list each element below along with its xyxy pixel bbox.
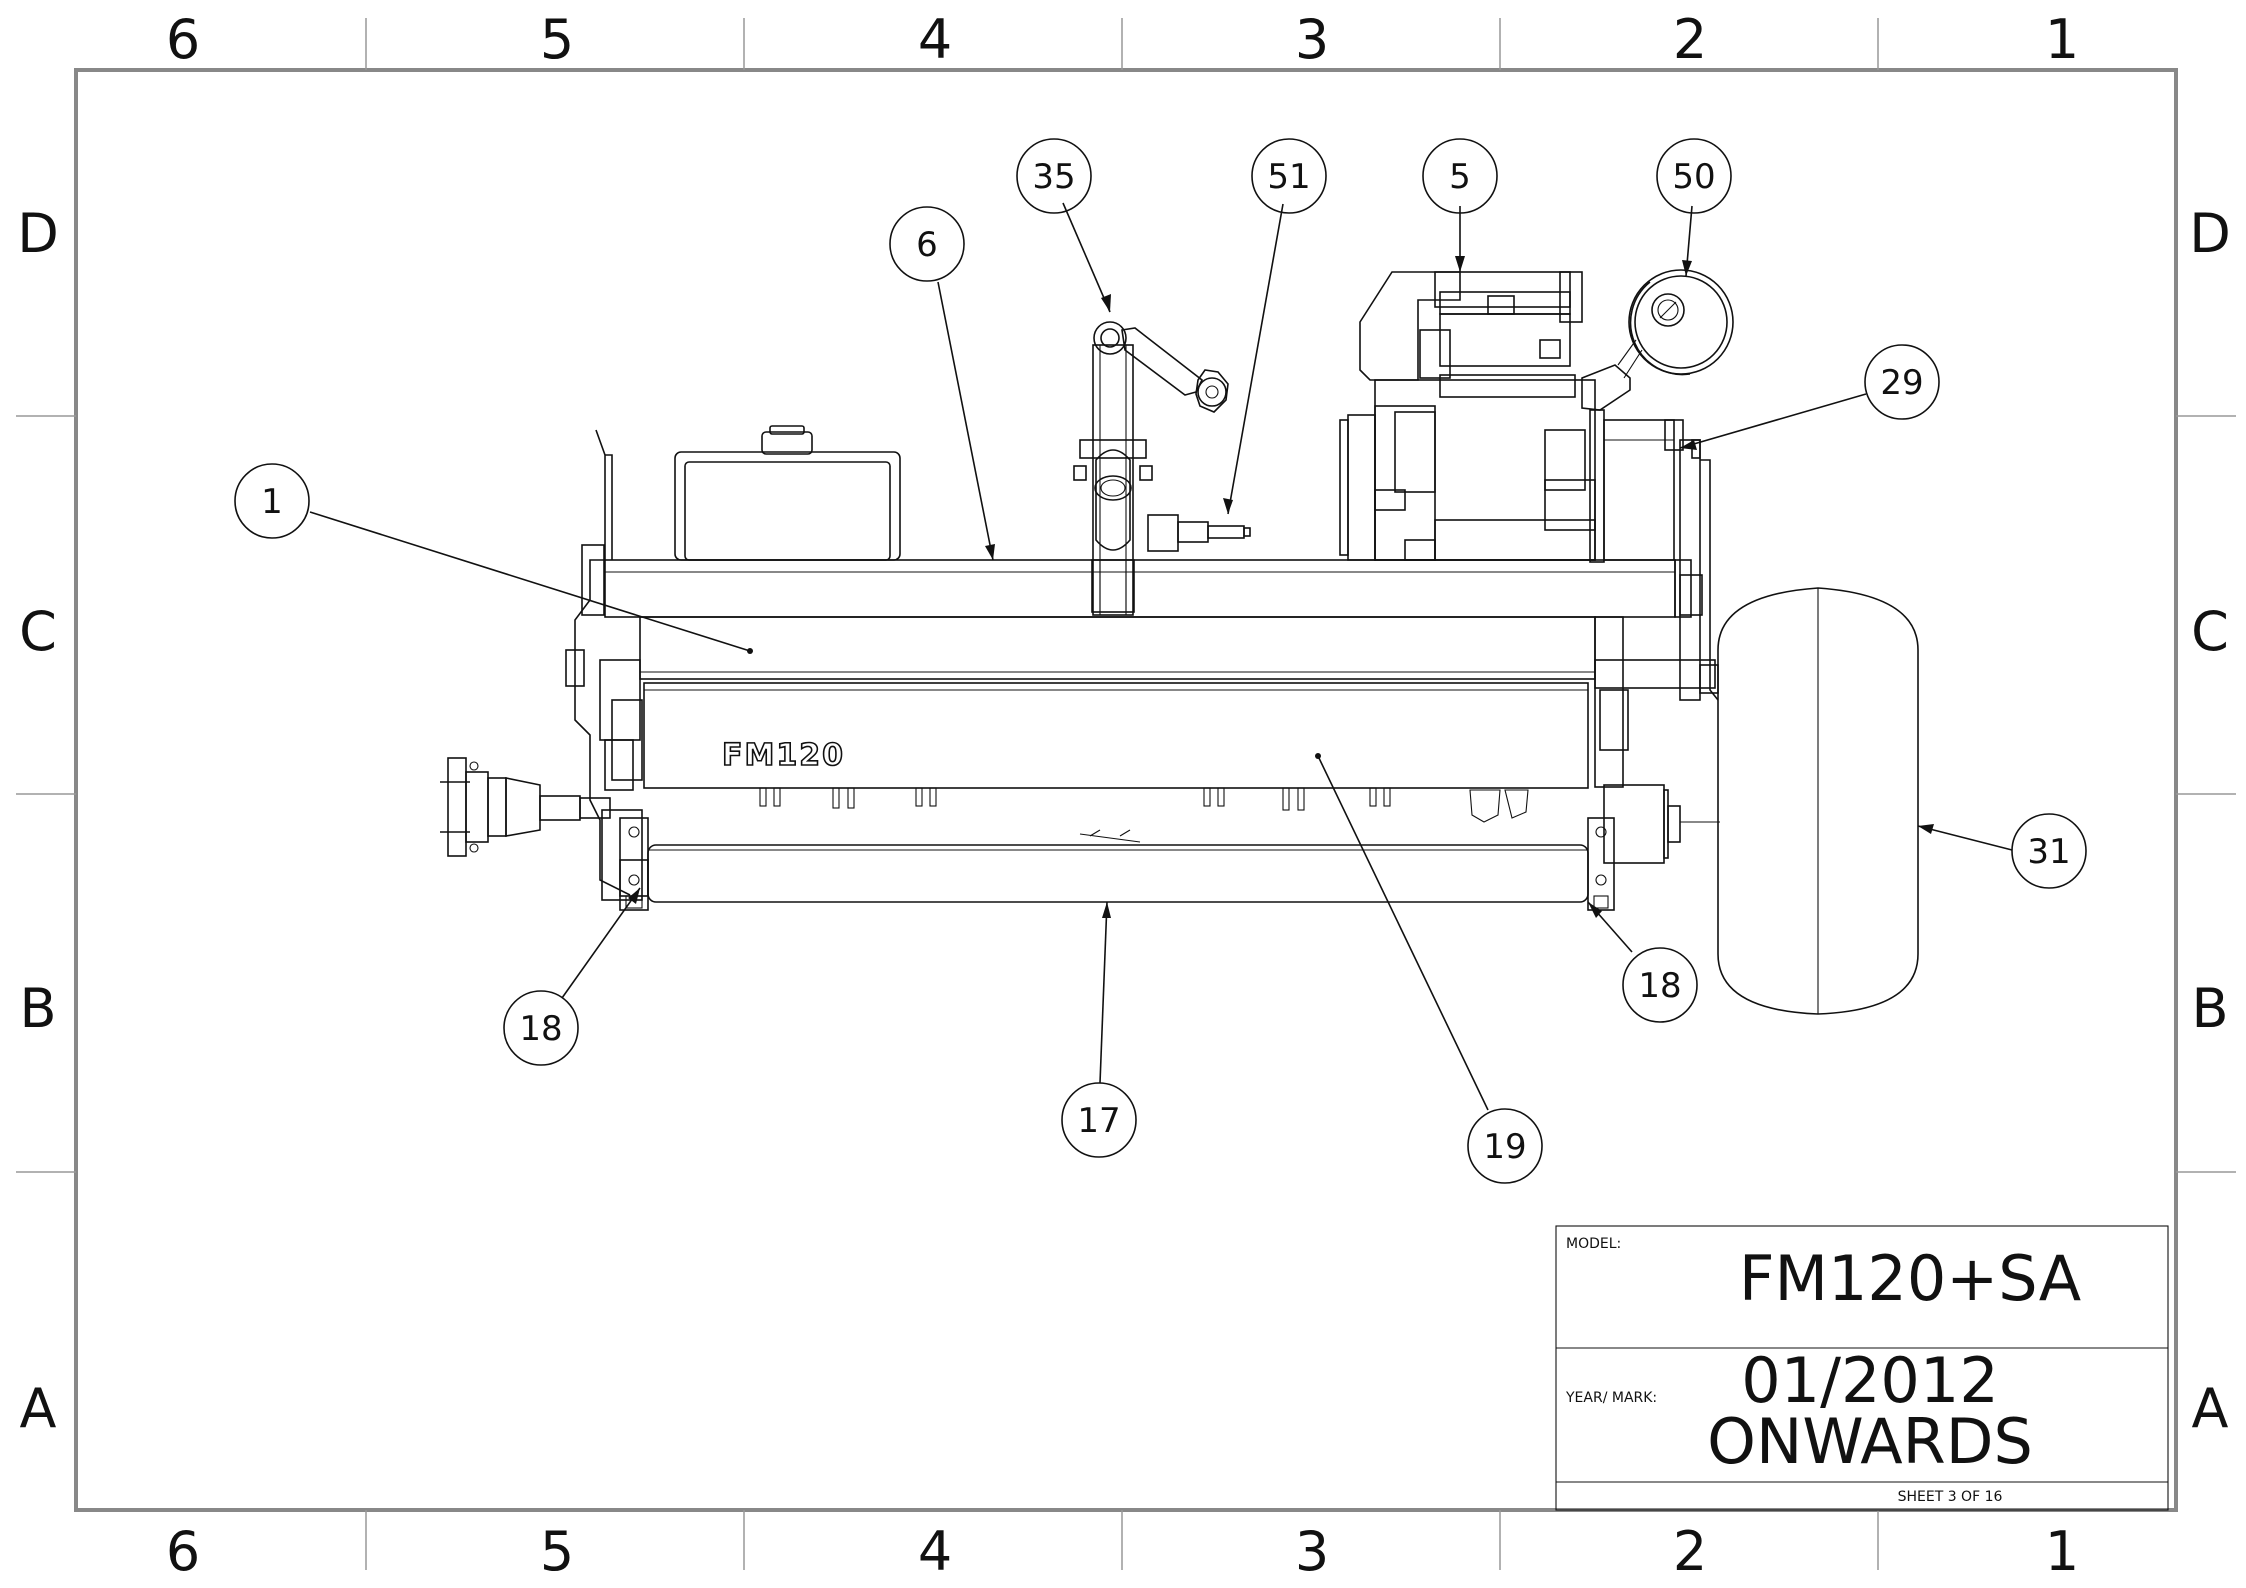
row-label: D [17,202,59,265]
balloon-18-right: 18 [1622,947,1698,1023]
year-onwards: ONWARDS [1707,1405,2033,1478]
balloon-number: 50 [1672,157,1715,197]
wheel [1700,587,1919,1015]
balloon-19: 19 [1467,1108,1543,1184]
leader-31 [1917,824,2013,851]
balloon-17: 17 [1061,1082,1137,1158]
leader-18-right [1587,901,1633,953]
row-label: B [19,977,56,1040]
machine-logo: FM120 [722,738,845,773]
right-roller-bracket [1587,817,1615,911]
balloon-50: 50 [1656,138,1732,214]
adjustment-lever [1093,321,1229,413]
row-labels-right: D C B A [2189,202,2231,1440]
row-label: A [2192,1377,2229,1440]
zone-ticks [16,18,2236,1570]
column-label: 4 [918,8,952,71]
column-label: 1 [2045,1520,2079,1583]
column-label: 5 [540,1520,574,1583]
left-roller-bracket [619,817,649,911]
column-label: 1 [2045,8,2079,71]
handle-post [1073,344,1153,616]
row-label: C [19,600,57,663]
row-label: D [2189,202,2231,265]
right-side-frame [1594,439,1720,864]
engine [1339,271,1684,563]
column-label: 2 [1673,1520,1707,1583]
balloon-number: 17 [1077,1101,1120,1141]
column-labels-top: 6 5 4 3 2 1 [166,8,2079,71]
column-label: 4 [918,1520,952,1583]
balloon-18-left: 18 [503,990,579,1066]
mower-drawing: FM120 [440,269,1919,1015]
balloon-5: 5 [1422,138,1498,214]
row-label: A [20,1377,57,1440]
model-value: FM120+SA [1739,1242,2081,1315]
leader-6 [937,281,995,561]
balloon-number: 29 [1880,363,1923,403]
balloon-number: 6 [916,225,938,265]
row-label: B [2191,977,2228,1040]
leader-1 [309,511,753,654]
balloon-35: 35 [1016,138,1092,214]
model-label: MODEL: [1566,1236,1621,1252]
year-value: 01/2012 [1741,1344,1999,1417]
title-block: MODEL: FM120+SA YEAR/ MARK: 01/2012 ONWA… [1555,1225,2169,1511]
rear-roller [647,844,1589,903]
leader-5 [1455,206,1465,272]
sheet-number: SHEET 3 OF 16 [1898,1489,2003,1505]
column-label: 5 [540,8,574,71]
balloon-number: 18 [519,1009,562,1049]
pto-drive [440,757,611,857]
row-labels-left: D C B A [17,202,59,1440]
balloon-51: 51 [1251,138,1327,214]
leader-50 [1682,205,1693,277]
leader-35 [1062,202,1111,313]
balloon-1: 1 [234,463,310,539]
column-label: 6 [166,1520,200,1583]
balloon-number: 1 [261,482,283,522]
balloon-number: 31 [2027,832,2070,872]
balloon-6: 6 [889,206,965,282]
column-label: 3 [1295,1520,1329,1583]
leader-lines [309,202,2013,1111]
side-pin [1147,514,1251,552]
column-label: 6 [166,8,200,71]
balloon-number: 19 [1483,1127,1526,1167]
balloon-number: 35 [1032,157,1075,197]
column-label: 3 [1295,8,1329,71]
balloon-29: 29 [1864,344,1940,420]
balloon-number: 51 [1267,157,1310,197]
left-side-plate [565,429,649,901]
leader-19 [1315,753,1489,1111]
air-filter [1617,269,1734,379]
leader-17 [1099,901,1111,1084]
balloon-number: 18 [1638,966,1681,1006]
balloon-31: 31 [2011,813,2087,889]
year-label: YEAR/ MARK: [1565,1390,1657,1406]
leader-18-left [561,887,641,999]
column-labels-bottom: 6 5 4 3 2 1 [166,1520,2079,1583]
deck-hood: FM120 [639,616,1596,789]
drawing-border [74,68,2178,1512]
balloon-number: 5 [1449,157,1471,197]
column-label: 2 [1673,8,1707,71]
balloons: 35 51 5 50 6 29 1 31 [234,138,2087,1184]
flail-tabs [759,787,1529,843]
fuel-tank [674,425,901,561]
leader-51 [1223,203,1284,515]
main-beam [604,559,1676,618]
row-label: C [2191,600,2229,663]
leader-29 [1679,393,1867,450]
